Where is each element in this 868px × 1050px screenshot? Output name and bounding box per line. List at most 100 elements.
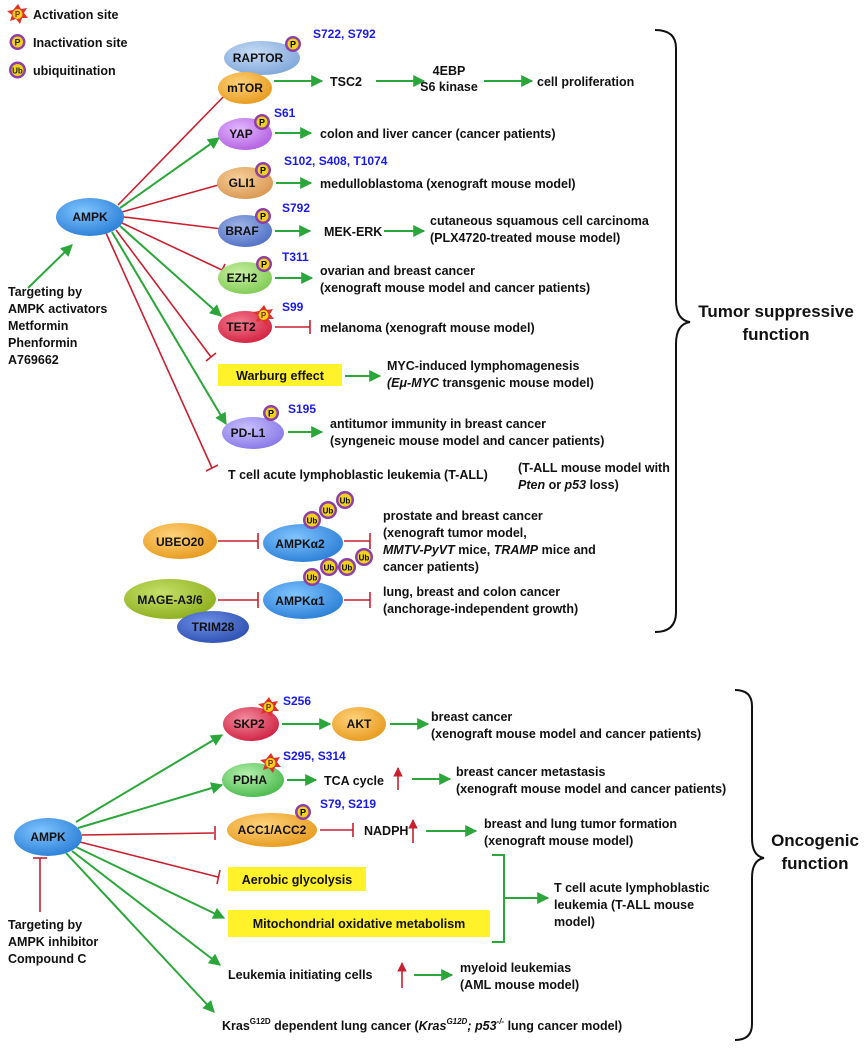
t-all-label: T cell acute lymphoblastic leukemia (T-A… — [228, 468, 488, 482]
svg-text:Metformin: Metformin — [8, 319, 68, 333]
gli1-inactivation-icon: P — [255, 162, 271, 178]
pd-l1-node: PD-L1 — [222, 417, 284, 449]
mitochondrial-metabolism-box — [228, 910, 490, 937]
braf-site: S792 — [282, 201, 310, 215]
svg-text:P: P — [261, 311, 267, 320]
braf-outcome-line1: cutaneous squamous cell carcinoma — [430, 214, 650, 228]
svg-text:AMPKα1: AMPKα1 — [275, 594, 325, 608]
aerobic-glycolysis-label: Aerobic glycolysis — [242, 873, 353, 887]
ampk-alpha2-outcome-line4: cancer patients) — [383, 560, 479, 574]
svg-text:P: P — [268, 759, 274, 768]
mtor-node: mTOR — [218, 72, 272, 104]
svg-text:P: P — [261, 260, 267, 270]
ampk-alpha2-outcome-line1: prostate and breast cancer — [383, 509, 543, 523]
pdha-outcome-line1: breast cancer metastasis — [456, 765, 605, 779]
pdha-activation-icon: P — [260, 753, 281, 773]
pd-l1-site: S195 — [288, 402, 316, 416]
braf-node: BRAF — [218, 215, 272, 247]
tumor-suppressive-bracket — [654, 29, 691, 633]
svg-text:BRAF: BRAF — [225, 224, 258, 238]
braf-outcome-line2: (PLX4720-treated mouse model) — [430, 231, 620, 245]
t-all-model-line1: (T-ALL mouse model with — [518, 461, 670, 475]
activation-site-icon: P — [7, 4, 28, 24]
yap-inactivation-icon: P — [254, 114, 270, 130]
svg-text:P: P — [300, 808, 306, 818]
svg-text:Ub: Ub — [307, 517, 318, 526]
svg-text:MAGE-A3/6: MAGE-A3/6 — [137, 593, 203, 607]
svg-text:YAP: YAP — [229, 127, 253, 141]
ampk-alpha1-outcome-line1: lung, breast and colon cancer — [383, 585, 560, 599]
cell-proliferation-label: cell proliferation — [537, 75, 634, 89]
tet2-outcome: melanoma (xenograft mouse model) — [320, 321, 535, 335]
tet2-activation-icon: P — [253, 305, 274, 325]
svg-text:P: P — [15, 10, 21, 19]
acc-site: S79, S219 — [320, 797, 376, 811]
acc-outcome-line1: breast and lung tumor formation — [484, 817, 677, 831]
svg-text:TET2: TET2 — [226, 320, 256, 334]
pdha-outcome-line2: (xenograft mouse model and cancer patien… — [456, 782, 726, 796]
skp2-outcome-line1: breast cancer — [431, 710, 512, 724]
tumor-suppressive-label-1: Tumor suppressive — [698, 302, 854, 321]
svg-text:UBEO20: UBEO20 — [156, 535, 204, 549]
tumor-suppressive-label-2: function — [742, 325, 809, 344]
svg-text:SKP2: SKP2 — [233, 717, 265, 731]
inactivation-site-icon: P — [9, 34, 26, 50]
ubeo20-node: UBEO20 — [143, 523, 217, 559]
ezh2-site: T311 — [282, 250, 309, 264]
ezh2-outcome-line2: (xenograft mouse model and cancer patien… — [320, 281, 590, 295]
gli1-outcome: medulloblastoma (xenograft mouse model) — [320, 177, 576, 191]
yap-site: S61 — [274, 106, 296, 120]
ampk-alpha1-ubiquitin-icons: Ub Ub Ub Ub — [303, 548, 373, 586]
kras-lung-cancer-label: KrasG12D dependent lung cancer (KrasG12D… — [222, 1017, 622, 1033]
mitochondrial-metabolism-label: Mitochondrial oxidative metabolism — [253, 917, 466, 931]
svg-text:PD-L1: PD-L1 — [231, 426, 266, 440]
svg-text:P: P — [266, 703, 272, 712]
raptor-node: RAPTOR — [224, 41, 300, 75]
acc-inactivation-icon: P — [295, 804, 311, 820]
metabolism-bracket — [492, 854, 505, 943]
svg-text:P: P — [260, 212, 266, 222]
svg-text:Ub: Ub — [340, 497, 351, 506]
svg-text:GLI1: GLI1 — [229, 176, 256, 190]
svg-text:TRIM28: TRIM28 — [192, 620, 235, 634]
activator-targeting-text: Targeting by AMPK activators Metformin P… — [8, 285, 107, 367]
svg-text:P: P — [290, 40, 296, 50]
ampk-alpha2-outcome-line3: MMTV-PyVT mice, TRAMP mice and — [383, 543, 596, 557]
raptor-inactivation-icon: P — [285, 36, 301, 52]
akt-node: AKT — [332, 707, 386, 741]
pdha-node: PDHA — [222, 763, 284, 797]
legend-inactivation-label: Inactivation site — [33, 36, 128, 50]
oncogenic-label-1: Oncogenic — [771, 831, 859, 850]
s6-kinase-label: S6 kinase — [420, 80, 478, 94]
skp2-node: SKP2 — [223, 707, 279, 741]
gli1-site: S102, S408, T1074 — [284, 154, 388, 168]
ubiquitination-icon: Ub — [9, 61, 26, 79]
svg-text:AMPK: AMPK — [72, 210, 108, 224]
legend-ubiquitination-label: ubiquitination — [33, 64, 116, 78]
warburg-outcome-line2: (Eμ-MYC transgenic mouse model) — [387, 376, 594, 390]
svg-text:Ub: Ub — [324, 564, 335, 573]
t-all-oncogenic-line3: model) — [554, 915, 595, 929]
4ebp-label: 4EBP — [433, 64, 466, 78]
svg-text:ACC1/ACC2: ACC1/ACC2 — [238, 823, 307, 837]
pdha-site: S295, S314 — [283, 749, 346, 763]
braf-inactivation-icon: P — [255, 208, 271, 224]
warburg-effect-box — [218, 364, 342, 386]
ezh2-inactivation-icon: P — [256, 256, 272, 272]
tet2-site: S99 — [282, 300, 304, 314]
skp2-site: S256 — [283, 694, 311, 708]
tca-cycle-label: TCA cycle — [324, 774, 384, 788]
skp2-outcome-line2: (xenograft mouse model and cancer patien… — [431, 727, 701, 741]
lic-outcome-line1: myeloid leukemias — [460, 961, 571, 975]
pd-l1-outcome-line1: antitumor immunity in breast cancer — [330, 417, 546, 431]
pd-l1-inactivation-icon: P — [263, 405, 279, 421]
legend-activation-label: Activation site — [33, 8, 118, 22]
svg-text:AMPKα2: AMPKα2 — [275, 537, 325, 551]
oncogenic-bracket — [734, 689, 765, 1041]
svg-text:Ub: Ub — [307, 574, 318, 583]
svg-text:Ub: Ub — [359, 554, 370, 563]
warburg-outcome-line1: MYC-induced lymphomagenesis — [387, 359, 579, 373]
svg-text:P: P — [268, 409, 274, 419]
t-all-model-line2: Pten or p53 loss) — [518, 478, 619, 492]
